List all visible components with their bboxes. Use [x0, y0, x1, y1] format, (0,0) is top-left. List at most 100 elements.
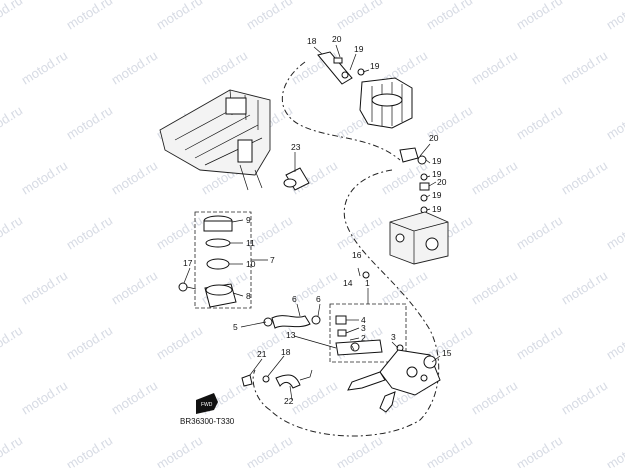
master-cylinder-group	[329, 288, 407, 363]
callout-17: 17	[183, 258, 193, 268]
brake-pedal	[347, 349, 441, 413]
watermark-text: motod.ru	[334, 0, 385, 33]
callout-19-upper-b: 19	[370, 61, 380, 71]
frame-assembly	[159, 89, 271, 191]
watermark-text: motod.ru	[154, 0, 205, 33]
watermark-text: motod.ru	[244, 433, 295, 468]
watermark-text: motod.ru	[604, 433, 625, 468]
watermark-text: motod.ru	[559, 48, 610, 88]
watermark-text: motod.ru	[424, 433, 475, 468]
watermark-text: motod.ru	[109, 158, 160, 198]
reference-code: BR36300-T330	[180, 417, 235, 426]
hose-routes	[252, 61, 440, 437]
callout-16: 16	[352, 250, 362, 260]
callout-14: 14	[343, 278, 353, 288]
clevis-pin	[357, 267, 370, 279]
watermark-text: motod.ru	[64, 103, 115, 143]
watermark-text: motod.ru	[469, 378, 520, 418]
watermark-text: motod.ru	[19, 158, 70, 198]
watermark-text: motod.ru	[154, 433, 205, 468]
fwd-arrow-icon: FWD	[196, 393, 218, 414]
callout-15: 15	[442, 348, 452, 358]
callout-7: 6	[292, 294, 297, 304]
union-fittings	[399, 147, 430, 214]
watermark-text: motod.ru	[0, 0, 25, 33]
callout-18: 18	[307, 36, 317, 46]
watermark-text: motod.ru	[199, 48, 250, 88]
watermark-text: motod.ru	[604, 323, 625, 363]
callout-21: 21	[257, 349, 267, 359]
callout-9: 8	[246, 291, 251, 301]
reservoir-hose	[263, 315, 321, 329]
watermark-text: motod.ru	[604, 0, 625, 33]
brake-caliper	[359, 77, 413, 129]
callout-19-lower: 18	[281, 347, 291, 357]
callout-20-upper: 20	[332, 34, 342, 44]
watermark-text: motod.ru	[514, 213, 565, 253]
watermark-text: motod.ru	[64, 0, 115, 33]
watermark-text: motod.ru	[19, 48, 70, 88]
callout-12: 11	[246, 238, 255, 248]
callout-19-right-d: 19	[432, 204, 442, 214]
watermark-text: motod.ru	[604, 213, 625, 253]
callout-13: 13	[286, 330, 296, 340]
watermark-text: motod.ru	[0, 103, 25, 143]
callout-11: 10	[246, 259, 256, 269]
watermark-text: motod.ru	[64, 323, 115, 363]
watermark-text: motod.ru	[469, 48, 520, 88]
watermark-text: motod.ru	[0, 433, 25, 468]
watermark-text: motod.ru	[559, 378, 610, 418]
hose-sleeve	[283, 167, 310, 191]
callout-6-left: 5	[233, 322, 238, 332]
reservoir-screw	[178, 282, 197, 292]
watermark-text: motod.ru	[334, 433, 385, 468]
callout-19-right-a: 19	[432, 156, 442, 166]
callout-6-right: 6	[316, 294, 321, 304]
watermark-text: motod.ru	[514, 0, 565, 33]
watermark-text: motod.ru	[64, 433, 115, 468]
watermark-text: motod.ru	[109, 48, 160, 88]
callout-19-upper-a: 19	[354, 44, 364, 54]
watermark-text: motod.ru	[0, 323, 25, 363]
callout-22: 22	[284, 396, 294, 406]
watermark-text: motod.ru	[514, 103, 565, 143]
callout-20-right-a: 20	[429, 133, 439, 143]
watermark-text: motod.ru	[19, 378, 70, 418]
callout-19-right-c: 19	[432, 190, 442, 200]
hydraulic-unit	[389, 211, 449, 265]
lower-hose	[241, 369, 313, 389]
leader-lines	[183, 44, 441, 401]
watermark-text: motod.ru	[379, 268, 430, 308]
callout-5: 4	[361, 315, 366, 325]
watermark-text: motod.ru	[514, 433, 565, 468]
watermark-text: motod.ru	[514, 323, 565, 363]
callout-2: 2	[361, 333, 366, 343]
callout-4: 3	[361, 323, 366, 333]
callout-10: 9	[246, 215, 251, 225]
watermark-text: motod.ru	[469, 268, 520, 308]
watermark-text: motod.ru	[109, 378, 160, 418]
watermark-text: motod.ru	[424, 0, 475, 33]
watermark-text: motod.ru	[559, 158, 610, 198]
watermark-text: motod.ru	[469, 158, 520, 198]
callout-20-right-b: 20	[437, 177, 447, 187]
callout-3: 3	[391, 332, 396, 342]
watermark-text: motod.ru	[154, 213, 205, 253]
watermark-text: motod.ru	[559, 268, 610, 308]
watermark-text: motod.ru	[604, 103, 625, 143]
watermark-text: motod.ru	[244, 0, 295, 33]
watermark-text: motod.ru	[19, 268, 70, 308]
callout-23: 23	[291, 142, 301, 152]
callout-1: 1	[365, 278, 370, 288]
watermark-text: motod.ru	[64, 213, 115, 253]
callout-19-right-b: 19	[432, 169, 442, 179]
caliper-hose	[317, 51, 365, 85]
watermark-text: motod.ru	[154, 323, 205, 363]
fwd-label: FWD	[201, 402, 213, 408]
watermark-text: motod.ru	[109, 268, 160, 308]
callout-labels: 18 20 19 19 20 19 19 20 19 19 23 9 11 10…	[183, 34, 452, 406]
callout-8: 7	[270, 255, 275, 265]
